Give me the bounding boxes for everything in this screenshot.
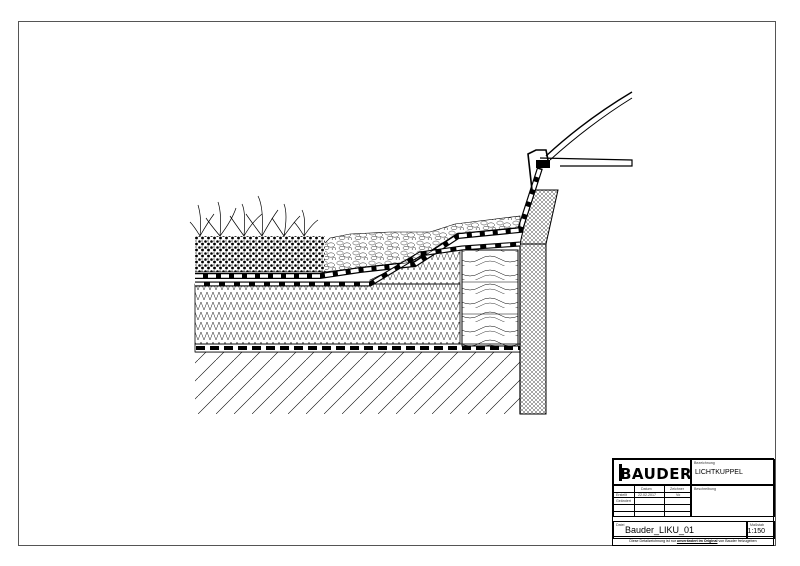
skylight-dome	[527, 91, 633, 191]
col-datum: Datum	[641, 487, 652, 491]
col-zeichner: Zeichner	[670, 487, 684, 491]
title-block: BAUDER Bezeichnung LICHTKUPPEL Datum Zei…	[612, 458, 775, 546]
gravel-layer	[321, 215, 521, 273]
erstellt-datum: 22.02.2017	[638, 493, 656, 497]
concrete-slab-layer	[195, 351, 520, 414]
vegetation	[189, 195, 319, 237]
beschreibung-label: Beschreibung	[694, 487, 716, 491]
footer-suffix: von Bauder freizugeben	[717, 539, 757, 543]
logo-cell: BAUDER	[613, 459, 691, 485]
row-geaendert: Geändert	[616, 499, 631, 503]
scale-value: 1:150	[747, 528, 765, 535]
erstellt-zeichner: Vo	[676, 493, 681, 497]
logo-mark	[619, 464, 622, 481]
datei-label: Datei	[616, 523, 625, 527]
footer-note: Diese Detailzeichnung ist nur unveränder…	[613, 536, 773, 545]
green-roof-substrate	[195, 236, 325, 273]
massstab-label: Maßstab	[750, 523, 764, 527]
revision-table: Datum Zeichner Erstellt 22.02.2017 Vo Ge…	[613, 485, 691, 517]
drawing-title: LICHTKUPPEL	[695, 469, 743, 476]
curb-wall	[519, 189, 559, 415]
drawing-sheet-frame	[18, 21, 776, 546]
footer-prefix: Diese Detailzeichnung ist nur	[629, 539, 677, 543]
bezeichnung-cell: Bezeichnung LICHTKUPPEL	[691, 459, 775, 485]
massstab-cell: Maßstab	[747, 521, 775, 539]
timber-upstand	[461, 249, 519, 347]
row-erstellt: Erstellt	[616, 493, 627, 497]
brand-logo: BAUDER	[620, 465, 691, 483]
datei-cell: Datei	[613, 521, 747, 539]
beschreibung-cell: Beschreibung	[691, 485, 775, 517]
footer-emphasis: unverändert im Original	[676, 539, 718, 543]
bezeichnung-label: Bezeichnung	[694, 461, 715, 465]
file-name: Bauder_LIKU_01	[625, 525, 695, 535]
